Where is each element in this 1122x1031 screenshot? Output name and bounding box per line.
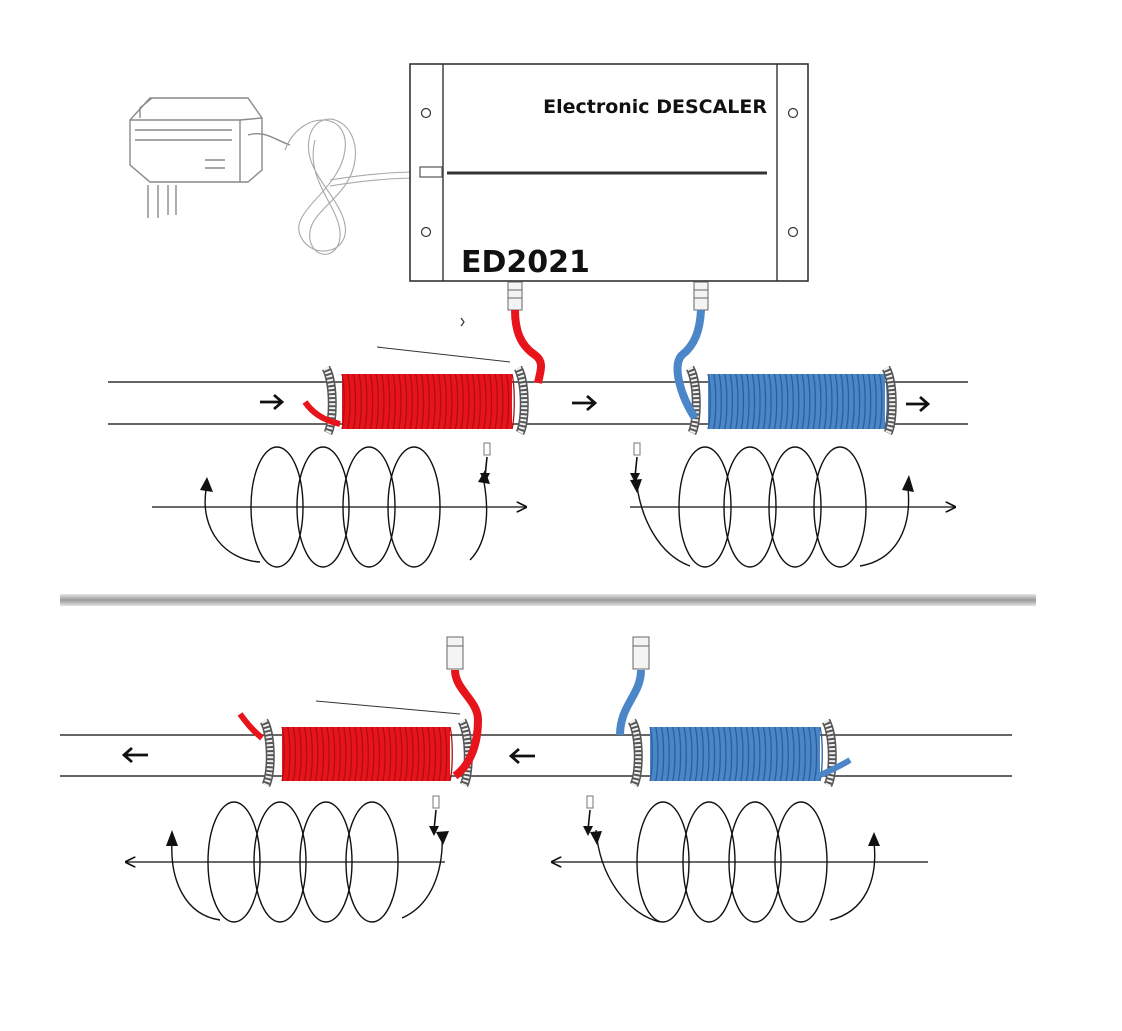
magnetic-field-spiral-top-right	[630, 446, 955, 568]
cable-tie	[627, 718, 643, 788]
blue-cable-top	[673, 309, 705, 421]
red-cable-bottom	[451, 669, 483, 780]
blue-coil-lead-bottom	[816, 757, 852, 779]
power-adapter	[129, 97, 291, 218]
flow-arrows-top	[260, 393, 931, 413]
red-coil-lead-bottom	[237, 712, 264, 741]
cable-tie	[821, 718, 837, 788]
red-coil-lead	[302, 400, 341, 427]
connector-red-bottom	[446, 636, 464, 670]
cable-tie	[513, 365, 529, 436]
red-coil-top	[321, 365, 529, 436]
red-coil-bottom	[259, 718, 473, 788]
power-cable-coil	[284, 118, 421, 255]
probe-marker	[583, 795, 594, 836]
pointer-line-bottom	[315, 700, 461, 715]
blue-coil-bottom	[627, 718, 837, 788]
probe-marker	[429, 795, 440, 836]
pointer-line	[376, 346, 511, 363]
probe-marker	[630, 442, 641, 483]
blue-coil-top	[685, 365, 897, 436]
mount-hole	[787, 226, 799, 238]
cable-tie	[259, 718, 275, 788]
device-title: Electronic DESCALER	[543, 96, 767, 118]
cable-tie	[881, 365, 897, 436]
output-connector-blue	[693, 281, 709, 311]
probe-marker	[480, 442, 491, 483]
pipe-bottom	[60, 734, 1012, 777]
section-divider	[60, 594, 1036, 606]
magnetic-field-spiral-bottom-left	[126, 801, 449, 923]
cable-tie	[457, 718, 473, 788]
mount-hole	[420, 107, 432, 119]
output-connector-red	[507, 281, 523, 311]
red-cable-top	[511, 309, 545, 384]
magnetic-field-spiral-bottom-right	[552, 801, 928, 923]
magnetic-field-spiral-top-left	[152, 446, 526, 568]
mount-hole	[420, 226, 432, 238]
tiny-mark	[460, 317, 465, 327]
device-model: ED2021	[461, 245, 590, 280]
mount-hole	[787, 107, 799, 119]
cable-tie	[685, 365, 701, 436]
descaler-device: Electronic DESCALER ED2021	[409, 63, 809, 311]
flow-arrows-bottom	[121, 746, 535, 765]
connector-blue-bottom	[632, 636, 650, 670]
cable-tie	[321, 365, 337, 436]
blue-cable-bottom	[616, 669, 645, 736]
